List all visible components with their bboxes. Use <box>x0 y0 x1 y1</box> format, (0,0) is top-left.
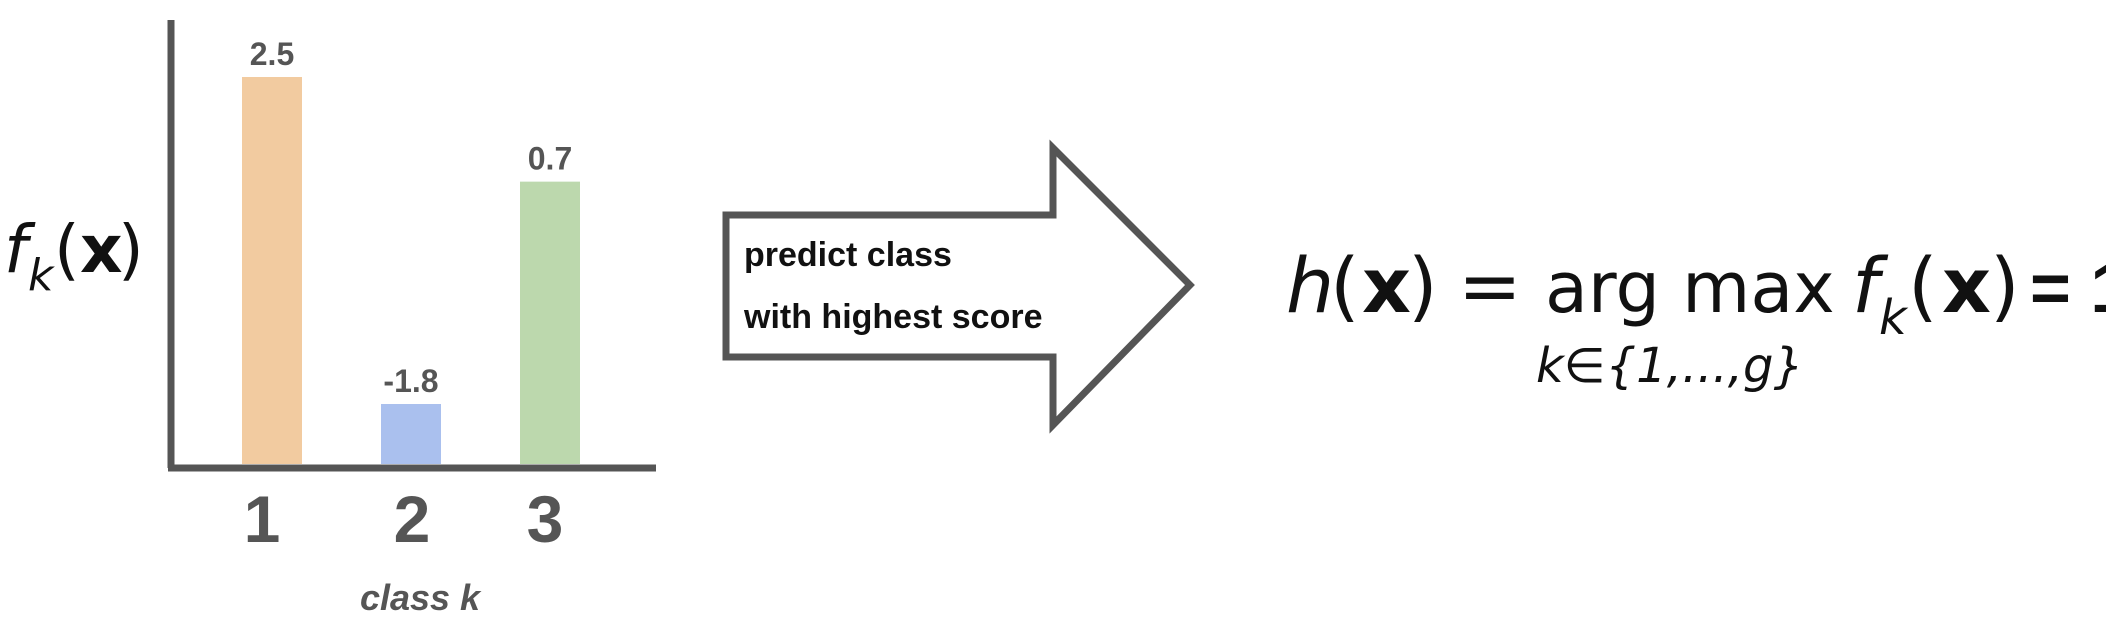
arrow-text-line1: predict class <box>744 236 952 274</box>
x-tick-label: 2 <box>394 482 431 556</box>
formula-subscript: k <box>1879 290 1909 346</box>
y-label-paren-close: ) <box>118 211 144 288</box>
formula-paren-close: ) <box>1408 241 1438 330</box>
formula-f-paren-open: ( <box>1908 241 1938 330</box>
bar-value-label: 0.7 <box>528 141 572 177</box>
formula: h ( x ) = arg max k∈{1,...,g} f k ( x ) … <box>1286 241 2106 394</box>
y-axis-label: f k ( x ) <box>4 211 144 301</box>
bar-class-3 <box>520 181 580 464</box>
formula-paren-open: ( <box>1330 241 1360 330</box>
formula-equals: = <box>1458 241 1522 330</box>
formula-f-x: x <box>1942 241 1991 330</box>
bar-value-label: 2.5 <box>250 36 294 72</box>
arrow-shape <box>722 139 1195 434</box>
formula-constraint: k∈{1,...,g} <box>1536 338 1804 394</box>
bar-value-label: -1.8 <box>383 363 438 399</box>
y-label-paren-open: ( <box>54 211 80 288</box>
arrow-text-line2: with highest score <box>743 298 1043 336</box>
bar-class-2 <box>381 404 441 464</box>
formula-result: = 1 <box>2030 249 2106 327</box>
formula-h: h <box>1286 241 1334 330</box>
bar-group: 2.5 1 -1.8 2 0.7 3 <box>242 36 580 556</box>
x-tick-label: 3 <box>527 482 564 556</box>
formula-f-paren-close: ) <box>1990 241 2020 330</box>
y-label-x: x <box>80 211 123 288</box>
x-tick-label: 1 <box>244 482 281 556</box>
x-axis-title: class k <box>360 577 482 618</box>
y-label-subscript: k <box>28 250 55 301</box>
formula-x: x <box>1362 241 1411 330</box>
bar-class-1 <box>242 77 302 464</box>
formula-argmax: arg max <box>1545 247 1835 329</box>
